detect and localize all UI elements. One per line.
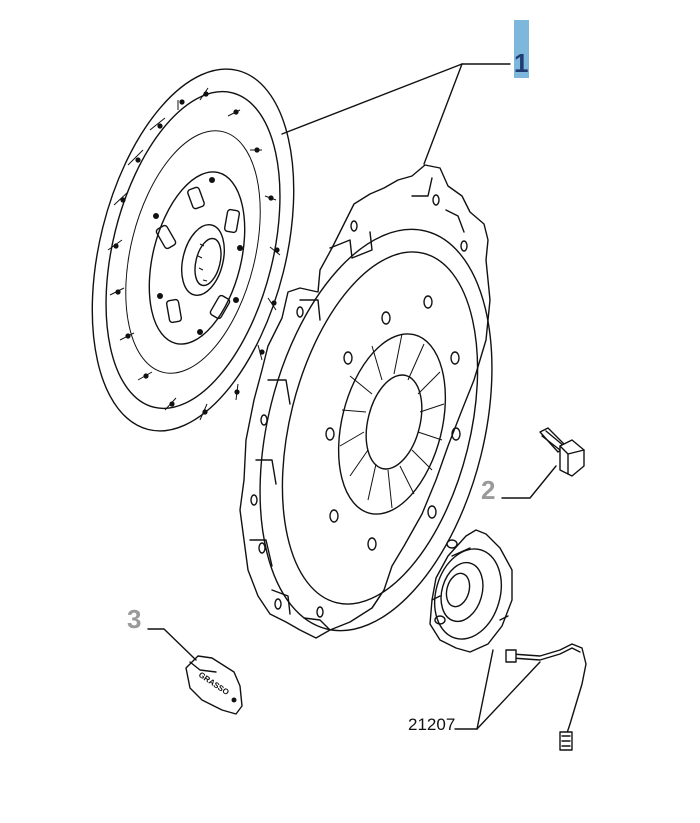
callout-1-highlight (514, 20, 529, 78)
callout-3: 3 (127, 604, 197, 661)
callout-3-number: 3 (127, 604, 141, 634)
callout-1-number: 1 (514, 48, 528, 78)
damper-springs (155, 186, 241, 324)
disc-rivets (113, 91, 280, 415)
release-bearing (429, 529, 587, 751)
hub-rivets (153, 177, 243, 335)
flange-holes (250, 194, 468, 618)
grease-tube: GRASSO (185, 655, 243, 715)
callout-2: 2 (481, 465, 557, 505)
callout-21207: 21207 (408, 649, 541, 734)
diaphragm-fingers (339, 333, 445, 509)
pressure-plate (239, 164, 493, 639)
bolt (539, 427, 585, 477)
callout-1: 1 (281, 20, 529, 165)
callout-21207-number: 21207 (408, 715, 455, 734)
clutch-disc (91, 68, 295, 432)
callout-2-number: 2 (481, 475, 495, 505)
cover-bolt-holes (325, 295, 461, 551)
